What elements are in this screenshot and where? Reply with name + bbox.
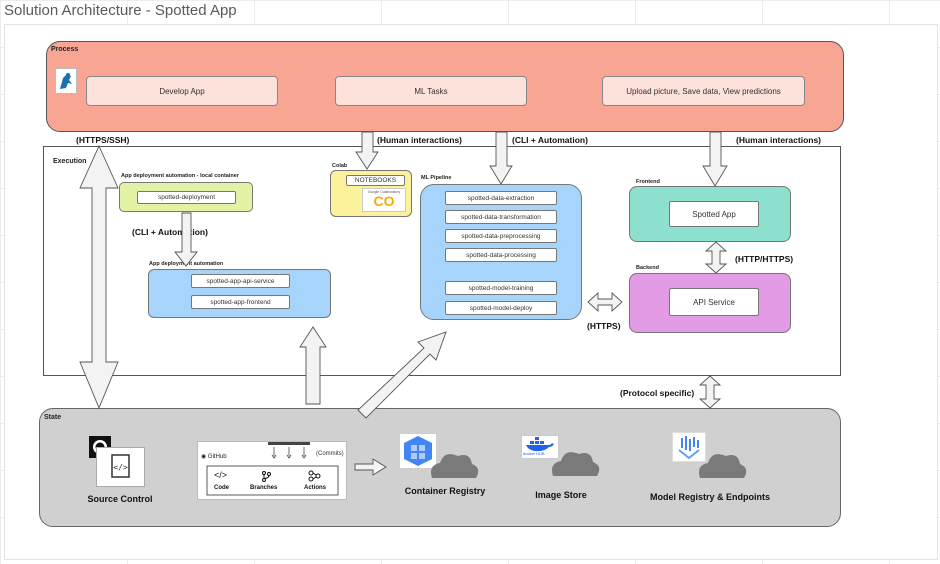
process-item-develop-app[interactable]: Develop App: [86, 76, 278, 106]
api-service-box-item[interactable]: API Service: [669, 288, 759, 316]
pipeline-data-preprocessing[interactable]: spotted-data-preprocessing: [445, 229, 557, 243]
cli-automation-connector-label: (CLI + Automation): [512, 135, 588, 145]
docker-hub-text: docker HUB: [523, 451, 545, 456]
https-ssh-label: (HTTPS/SSH): [76, 135, 130, 145]
source-control-label: Source Control: [87, 494, 153, 504]
actions-label: Actions: [304, 485, 327, 491]
human-interactions-label-2: (Human interactions): [736, 135, 822, 145]
page-title: Solution Architecture - Spotted App: [4, 2, 237, 19]
colab-title: Colab: [332, 163, 348, 169]
execution-label: Execution: [53, 158, 87, 165]
pipeline-data-extraction[interactable]: spotted-data-extraction: [445, 191, 557, 205]
code-label: Code: [214, 485, 229, 491]
model-registry-label: Model Registry & Endpoints: [649, 492, 770, 502]
actions-icon: [308, 469, 322, 482]
pipeline-model-deploy[interactable]: spotted-model-deploy: [445, 301, 557, 315]
commits-label: (Commits): [316, 451, 344, 457]
artifact-registry-icon: [400, 434, 436, 468]
process-item-user-actions[interactable]: Upload picture, Save data, View predicti…: [602, 76, 805, 106]
spotted-deployment-item[interactable]: spotted-deployment: [137, 191, 236, 204]
api-service-item[interactable]: spotted-app-api-service: [191, 274, 290, 288]
notebooks-item[interactable]: NOTEBOOKS: [346, 175, 405, 186]
ml-pipeline-title: ML Pipeline: [421, 175, 452, 181]
process-item-ml-tasks[interactable]: ML Tasks: [335, 76, 527, 106]
colab-brand-text: Google Colaboratory: [367, 190, 401, 194]
github-name-text: GitHub: [207, 454, 227, 460]
deploy-automation-title: App deployment automation: [149, 261, 224, 267]
state-section[interactable]: [39, 408, 841, 527]
code-icon: </>: [214, 470, 228, 480]
container-registry-label: Container Registry: [404, 486, 486, 496]
local-container-title: App deployment automation - local contai…: [121, 173, 239, 179]
branches-label: Branches: [250, 485, 278, 491]
docker-hub-icon: docker HUB: [521, 435, 559, 459]
pipeline-model-training[interactable]: spotted-model-training: [445, 281, 557, 295]
backend-title: Backend: [636, 265, 659, 271]
pipeline-data-transformation[interactable]: spotted-data-transformation: [445, 210, 557, 224]
team-logo-icon: [55, 68, 77, 94]
svg-text:</>: </>: [113, 463, 128, 472]
spotted-app-item[interactable]: Spotted App: [669, 201, 759, 227]
github-small-icon: ◉: [201, 454, 207, 460]
process-label: Process: [51, 46, 79, 53]
human-interactions-label-1: (Human interactions): [377, 135, 463, 145]
protocol-specific-label: (Protocol specific): [620, 388, 695, 398]
frontend-title: Frontend: [636, 179, 660, 185]
cli-automation-label: (CLI + Automation): [132, 227, 208, 237]
colab-logo-icon: Google Colaboratory CO: [362, 188, 406, 212]
https-label: (HTTPS): [587, 321, 621, 331]
branches-icon: [261, 469, 271, 482]
code-file-icon: </>: [96, 447, 145, 487]
frontend-item[interactable]: spotted-app-frontend: [191, 295, 290, 309]
colab-co-text: CO: [373, 193, 395, 209]
image-store-label: Image Store: [535, 490, 587, 500]
github-name: ◉ GitHub: [201, 453, 227, 460]
vertex-ai-icon: [672, 432, 706, 462]
state-label: State: [44, 414, 62, 421]
http-https-label: (HTTP/HTTPS): [735, 254, 794, 264]
pipeline-data-processing[interactable]: spotted-data-processing: [445, 248, 557, 262]
